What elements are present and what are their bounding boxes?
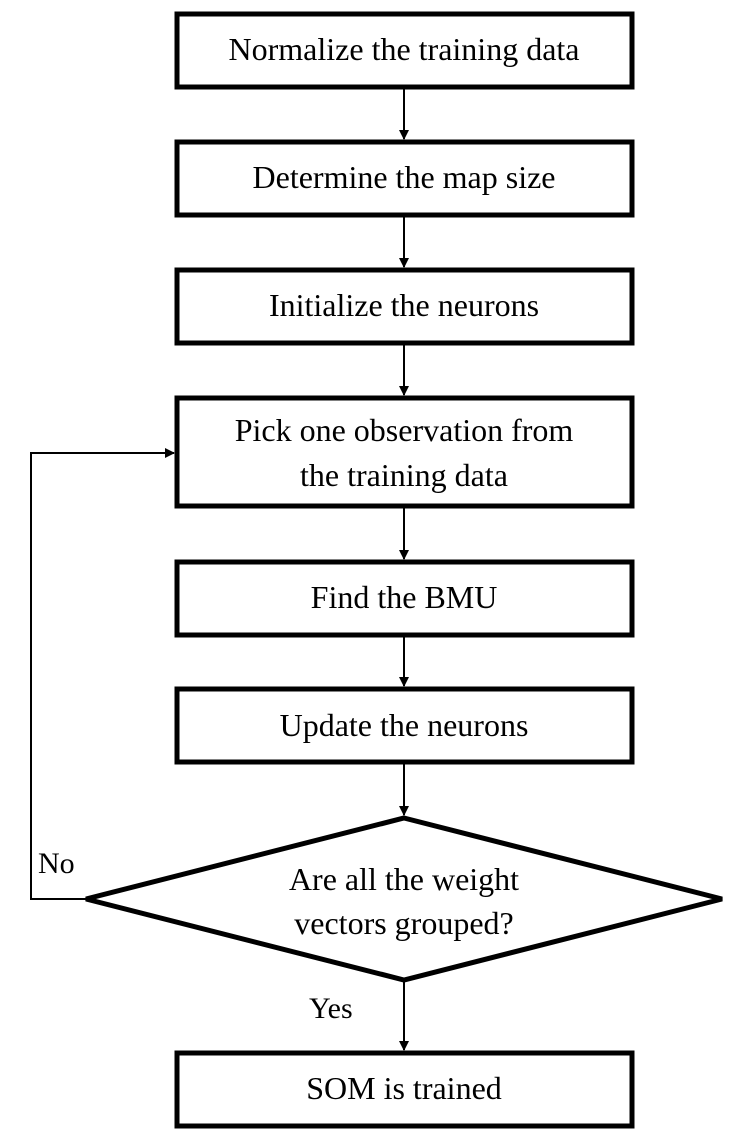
step-label-line-2: the training data	[300, 457, 508, 493]
step-label: Determine the map size	[253, 159, 556, 195]
step-box	[174, 559, 635, 638]
step-box	[174, 395, 635, 509]
step-pick: Pick one observation from the training d…	[174, 395, 635, 509]
step-bmu: Find the BMU	[174, 559, 635, 638]
end-label: SOM is trained	[306, 1070, 502, 1106]
step-trained: SOM is trained	[174, 1050, 635, 1129]
step-box	[174, 11, 635, 90]
step-map-size: Determine the map size	[174, 139, 635, 218]
step-box	[174, 139, 635, 218]
decision-label-line-2: vectors grouped?	[294, 905, 513, 941]
step-label: Normalize the training data	[229, 31, 580, 67]
step-box	[174, 686, 635, 765]
decision-diamond	[85, 815, 723, 983]
step-label: Update the neurons	[280, 707, 529, 743]
yes-label: Yes	[309, 992, 353, 1025]
decision-label-line-1: Are all the weight	[289, 861, 519, 897]
step-update: Update the neurons	[174, 686, 635, 765]
step-init: Initialize the neurons	[174, 267, 635, 346]
end-box	[174, 1050, 635, 1129]
step-label: Initialize the neurons	[269, 287, 539, 323]
no-label: No	[38, 847, 75, 880]
step-normalize: Normalize the training data	[174, 11, 635, 90]
decision-grouped: Are all the weight vectors grouped?	[85, 815, 723, 983]
arrow-decision-no-loop	[30, 448, 175, 900]
step-label: Find the BMU	[311, 579, 498, 615]
step-label-line-1: Pick one observation from	[235, 412, 574, 448]
step-box	[174, 267, 635, 346]
